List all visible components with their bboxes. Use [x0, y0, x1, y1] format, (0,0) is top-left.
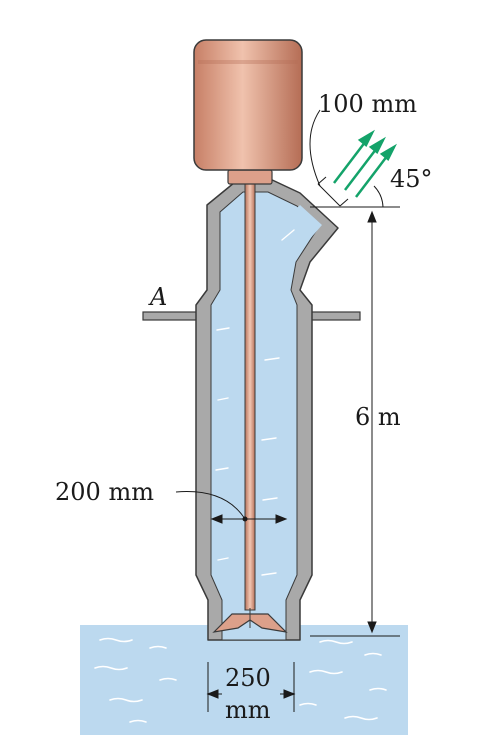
height-dimension	[310, 210, 400, 637]
shaft-coupling	[227, 169, 273, 185]
inlet-diameter-value-label: 250	[225, 664, 271, 692]
inlet-diameter-unit-label: mm	[225, 696, 271, 724]
jet-arrows	[333, 129, 397, 198]
water-ripples	[94, 637, 387, 723]
discharge-channel	[252, 205, 322, 262]
height-label: 6 m	[355, 403, 401, 431]
pipe-dimension	[175, 491, 288, 524]
pipe-water	[210, 191, 319, 641]
pipe-flow-lines	[215, 229, 295, 576]
angle-marker	[310, 185, 400, 208]
impeller	[212, 613, 288, 633]
nozzle-dimension	[309, 109, 349, 207]
motor	[193, 39, 303, 171]
point-a-label: A	[148, 283, 167, 311]
pipe-diameter-label: 200 mm	[55, 478, 154, 506]
nozzle-diameter-label: 100 mm	[318, 90, 417, 118]
pump-shaft	[244, 179, 256, 611]
jet-angle-label: 45°	[390, 165, 433, 193]
